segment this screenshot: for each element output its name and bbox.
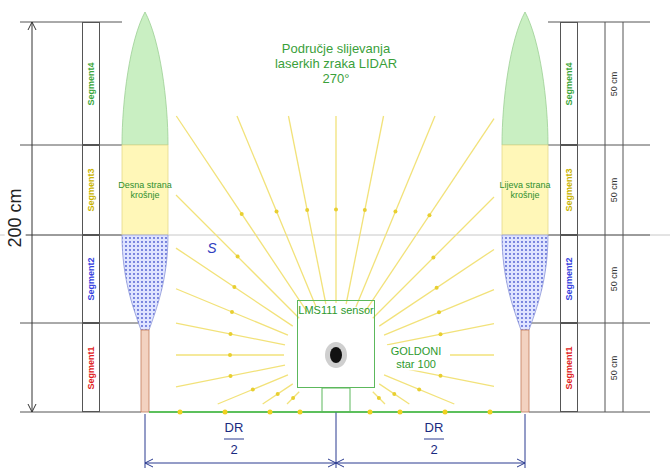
- segment-label: Segment4: [564, 62, 574, 105]
- segment-box: Segment4: [560, 22, 578, 145]
- laser-ray: [176, 323, 285, 345]
- laser-ray: [373, 197, 494, 318]
- ray-dot: [392, 392, 396, 396]
- laser-ray: [218, 375, 288, 404]
- segment-box: Segment2: [82, 235, 100, 323]
- title-text: Područje slijevanja laserkih zraka LIDAR…: [259, 42, 413, 87]
- canopy-label-box: Desna strana krošnje: [113, 165, 177, 215]
- ray-dot: [435, 286, 439, 290]
- laser-ray: [176, 195, 299, 318]
- laser-ray: [373, 392, 385, 404]
- fraction-denominator: 2: [228, 443, 239, 458]
- fraction-numerator: DR: [423, 421, 446, 436]
- angle-label: S: [205, 240, 218, 256]
- segment-label: Segment1: [564, 346, 574, 389]
- segment-box: Segment4: [82, 22, 100, 145]
- ray-dot: [276, 392, 280, 396]
- segment-label: Segment3: [564, 168, 574, 211]
- ray-dot: [291, 396, 295, 400]
- laser-ray: [379, 384, 409, 404]
- sensor-lens: [330, 347, 342, 363]
- sensor-box: LMS111 sensor: [297, 300, 375, 388]
- laser-ray: [176, 116, 307, 312]
- ray-dot: [417, 387, 421, 391]
- dimension-label: 50 cm: [609, 353, 619, 382]
- node-label: LMS111 sensor: [298, 304, 373, 317]
- ray-dot: [439, 374, 443, 378]
- ray-dot: [363, 208, 367, 212]
- ray-dot: [232, 285, 236, 289]
- dimension-label: 50 cm: [609, 69, 619, 98]
- ray-dot: [427, 213, 431, 217]
- dimension-200: [28, 22, 36, 412]
- segment-box: Segment1: [560, 323, 578, 412]
- segment-lines: [20, 22, 650, 412]
- segment-box: Segment2: [560, 235, 578, 323]
- laser-ray: [287, 392, 299, 404]
- segment-box: Segment1: [82, 323, 100, 412]
- node-label: Lijeva strana krošnje: [493, 180, 557, 201]
- dimension-label: 200 cm: [5, 186, 26, 249]
- ray-dot: [437, 310, 441, 314]
- tractor-label: GOLDONI star 100: [382, 345, 450, 370]
- laser-ray: [288, 116, 325, 304]
- laser-rays: [176, 116, 494, 404]
- segment-label: Segment3: [86, 168, 96, 211]
- ray-dot: [228, 353, 232, 357]
- laser-ray: [384, 375, 454, 404]
- ray-dot: [439, 332, 443, 336]
- laser-ray: [379, 249, 494, 326]
- laser-ray: [356, 116, 435, 307]
- laser-ray: [263, 384, 293, 404]
- ray-dot: [431, 256, 435, 260]
- laser-ray: [237, 116, 316, 307]
- laser-ray: [176, 248, 293, 326]
- ray-dot: [240, 212, 244, 216]
- segment-box: Segment3: [560, 145, 578, 235]
- segment-label: Segment1: [86, 346, 96, 389]
- ray-dot: [377, 396, 381, 400]
- ray-dot: [228, 332, 232, 336]
- segment-box: Segment3: [82, 145, 100, 235]
- ray-dot: [230, 310, 234, 314]
- left-canopy: [122, 12, 168, 412]
- ray-dot: [251, 387, 255, 391]
- laser-ray: [176, 289, 288, 335]
- dimension-dr: [145, 412, 525, 468]
- ray-dot: [305, 208, 309, 212]
- ray-dot: [236, 255, 240, 259]
- sensor-mount: [322, 388, 350, 412]
- segment-label: Segment2: [564, 257, 574, 300]
- canopy-label-box: Lijeva strana krošnje: [493, 165, 557, 215]
- ray-dot: [228, 374, 232, 378]
- node-label: Desna strana krošnje: [113, 180, 177, 201]
- right-canopy: [502, 12, 548, 412]
- ray-dot: [275, 209, 279, 213]
- fraction-denominator: 2: [428, 443, 439, 458]
- ray-dot: [393, 209, 397, 213]
- dimension-label: 50 cm: [609, 265, 619, 294]
- laser-ray: [365, 119, 494, 312]
- ray-dot: [334, 208, 338, 212]
- dimension-label: 50 cm: [609, 176, 619, 205]
- sensor-halo: [325, 342, 347, 368]
- fraction-numerator: DR: [223, 421, 246, 436]
- segment-label: Segment2: [86, 257, 96, 300]
- segment-label: Segment4: [86, 62, 96, 105]
- laser-ray: [346, 116, 383, 304]
